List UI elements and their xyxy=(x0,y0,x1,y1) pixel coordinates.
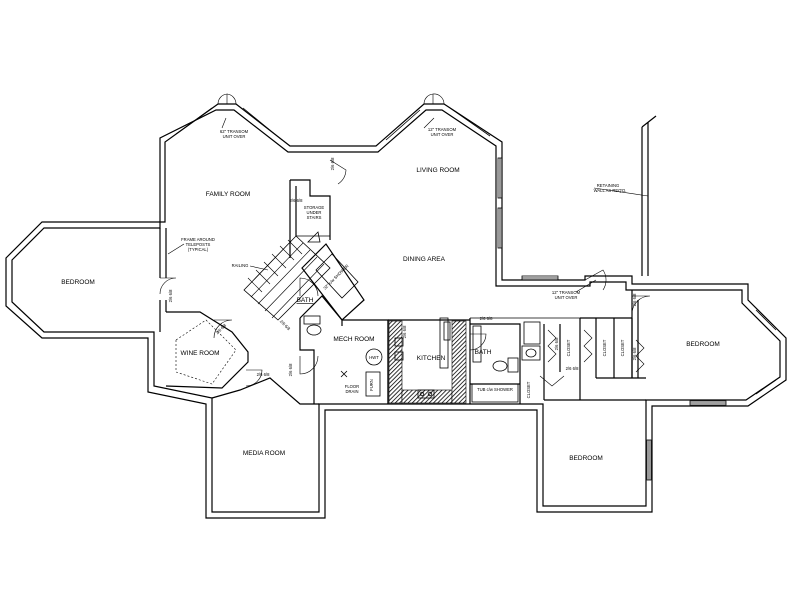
label-bath-stair: BATH xyxy=(297,297,314,304)
dim-label: 2/6 6/8 xyxy=(554,337,559,350)
note-retaining-1: RETAINING xyxy=(597,183,620,188)
note-transom-right-1: 12" TRANSOM xyxy=(552,290,581,295)
dim-label: 2/6 6/8 xyxy=(288,363,293,376)
note-closet-2: CLOSET xyxy=(602,339,607,356)
note-frame-1: FRAME AROUND xyxy=(181,237,215,242)
retaining-wall xyxy=(641,115,657,276)
label-kitchen: KITCHEN xyxy=(417,355,446,362)
note-hwt: HWT xyxy=(369,355,379,360)
label-bedroom-right: BEDROOM xyxy=(686,341,720,348)
interior-walls xyxy=(159,179,646,405)
note-storage-3: STAIRS xyxy=(307,215,322,220)
dim-label: 2/6 6/8 xyxy=(632,293,637,306)
note-closet-3: CLOSET xyxy=(620,339,625,356)
label-bedroom-bottom: BEDROOM xyxy=(569,455,603,462)
label-bath-center: BATH xyxy=(475,349,492,356)
note-closet-4: CLOSET xyxy=(566,339,571,356)
note-retaining-2: WALL AS REQ'D. xyxy=(594,188,627,193)
annotations: 62" TRANSOM UNIT OVER 12" TRANSOM UNIT O… xyxy=(181,127,626,398)
dim-label: 2/6 6/8 xyxy=(566,366,579,371)
doors xyxy=(159,159,651,387)
dim-label: 2/6 6/8 xyxy=(168,289,173,302)
label-media-room: MEDIA ROOM xyxy=(243,450,285,457)
note-transom-right-2: UNIT OVER xyxy=(555,295,578,300)
dim-label: 2/6 6/8 xyxy=(257,372,270,377)
label-living-room: LIVING ROOM xyxy=(416,167,459,174)
note-frame-2: TELEPOSTS xyxy=(186,242,211,247)
label-wine-room: WINE ROOM xyxy=(181,350,220,357)
note-closet-1: CLOSET xyxy=(526,381,531,398)
note-transom-mid-2: UNIT OVER xyxy=(431,132,454,137)
note-transom-mid-1: 12" TRANSOM xyxy=(428,127,457,132)
note-furn: FURN xyxy=(369,379,374,391)
note-floor-drain-2: DRAIN xyxy=(345,389,358,394)
dim-label: 2/6 6/8 xyxy=(330,157,335,170)
label-dining-area: DINING AREA xyxy=(403,256,446,263)
note-transom-left-1: 62" TRANSOM xyxy=(220,129,249,134)
label-family-room: FAMILY ROOM xyxy=(206,191,251,198)
fixtures xyxy=(303,253,541,403)
exterior-wall xyxy=(5,103,787,519)
kitchen-counters xyxy=(388,317,467,404)
windows xyxy=(175,107,777,481)
staircase xyxy=(243,231,331,321)
note-transom-left-2: UNIT OVER xyxy=(223,134,246,139)
dim-label: 2/6 6/8 xyxy=(279,319,292,332)
leader-lines xyxy=(167,117,649,293)
dim-label: 2/6 6/8 xyxy=(290,198,303,203)
note-storage-2: UNDER xyxy=(307,210,322,215)
bay-doors xyxy=(217,93,445,105)
dim-label: 2/6 6/8 xyxy=(632,347,637,360)
note-railing: RAILING xyxy=(232,263,249,268)
note-storage-1: STORAGE xyxy=(304,205,325,210)
note-tub-shower-stair: 32" c/w SHOWER xyxy=(322,263,349,290)
note-tub-shower-center: TUB c/w SHOWER xyxy=(477,387,513,392)
note-floor-drain-1: FLOOR xyxy=(345,384,359,389)
room-labels: FAMILY ROOM LIVING ROOM DINING AREA BEDR… xyxy=(61,167,720,462)
dim-label: 2/6 6/8 xyxy=(402,325,407,338)
note-frame-3: (TYPICAL) xyxy=(188,247,209,252)
dim-label: 2/6 6/8 xyxy=(480,316,493,321)
label-bedroom-left: BEDROOM xyxy=(61,279,95,286)
label-mech-room: MECH ROOM xyxy=(333,336,374,343)
